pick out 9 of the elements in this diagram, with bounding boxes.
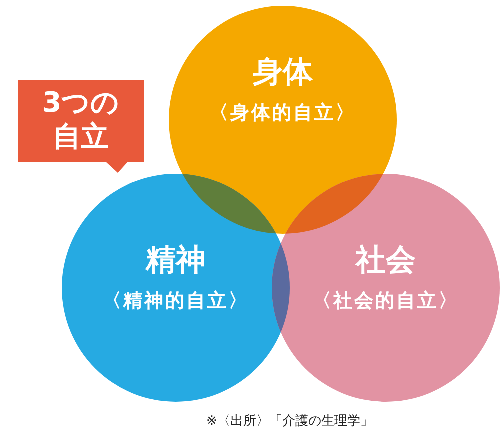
circle-subtitle: 〈精神的自立〉 (102, 289, 250, 314)
speech-bubble (18, 80, 144, 173)
circle-subtitle: 〈身体的自立〉 (208, 101, 358, 126)
source-note: ※〈出所〉「介護の生理学」 (206, 413, 374, 430)
circle-title: 精神 (144, 242, 207, 280)
bubble-text: 3つの自立 (41, 86, 121, 154)
circle-subtitle: 〈社会的自立〉 (312, 289, 460, 314)
circle-title: 社会 (354, 242, 417, 280)
circle-title: 身体 (252, 54, 314, 92)
